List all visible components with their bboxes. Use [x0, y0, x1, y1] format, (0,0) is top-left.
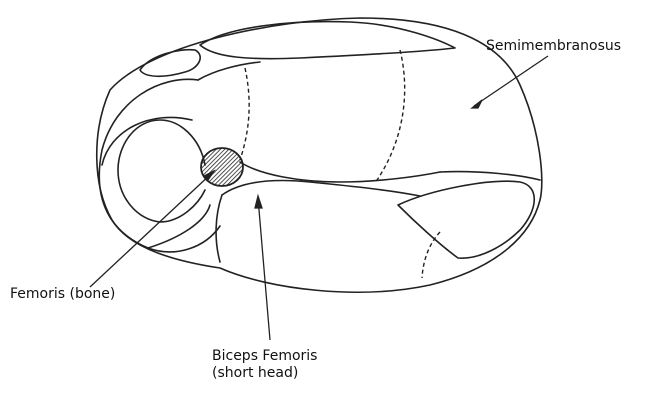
arrowhead-semimembranosus	[472, 100, 482, 108]
pointer-biceps	[258, 198, 270, 340]
biceps-boundary	[222, 181, 420, 196]
femur-bone	[201, 148, 243, 186]
label-femoris-bone: Femoris (bone)	[10, 286, 115, 303]
label-biceps-line1: Biceps Femoris	[212, 348, 317, 365]
pointer-femoris	[90, 173, 212, 287]
label-biceps-femoris: Biceps Femoris (short head)	[212, 348, 317, 382]
pointer-semimembranosus	[474, 56, 548, 106]
dashed-line-left	[240, 68, 249, 160]
label-biceps-line2: (short head)	[212, 365, 317, 382]
dashed-line-lower	[422, 232, 440, 278]
arrowhead-biceps	[255, 196, 262, 208]
lateral-inner-circle	[118, 120, 205, 222]
top-sliver-muscle	[200, 22, 455, 59]
right-triangular-muscle	[398, 181, 534, 258]
label-semimembranosus: Semimembranosus	[486, 38, 621, 55]
small-top-muscle	[140, 50, 200, 77]
dashed-line-right	[375, 50, 405, 183]
